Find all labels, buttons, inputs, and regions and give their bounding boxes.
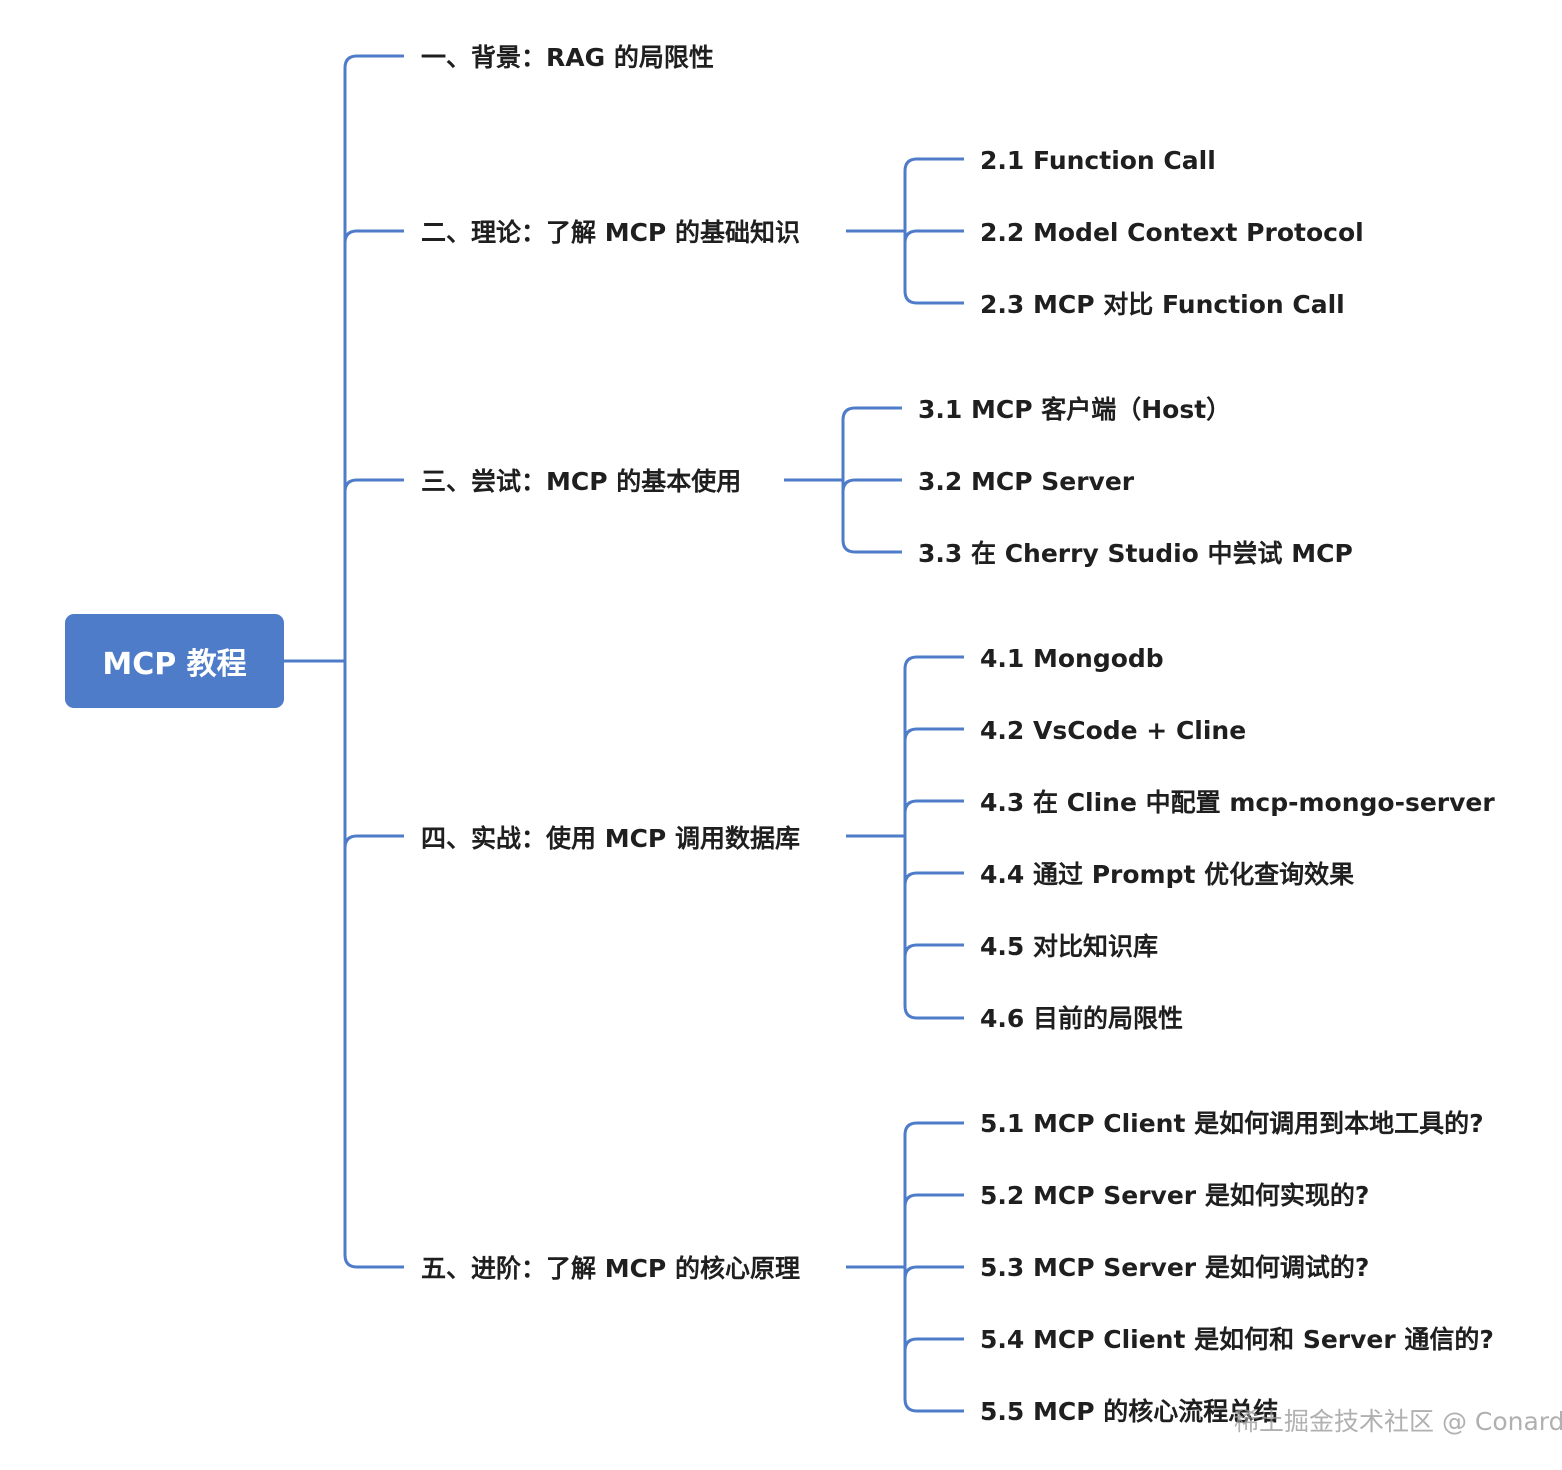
topic-4-6-label[interactable]: 4.6 目前的局限性 <box>980 1004 1183 1033</box>
section-4-label[interactable]: 四、实战：使用 MCP 调用数据库 <box>421 824 800 853</box>
topic-5-1-label[interactable]: 5.1 MCP Client 是如何调用到本地工具的? <box>980 1109 1484 1138</box>
topic-5-3-label[interactable]: 5.3 MCP Server 是如何调试的? <box>980 1253 1370 1282</box>
root-node-label: MCP 教程 <box>102 647 247 682</box>
section-2-label[interactable]: 二、理论：了解 MCP 的基础知识 <box>421 218 800 247</box>
topic-2-2-label[interactable]: 2.2 Model Context Protocol <box>980 218 1364 247</box>
main-branch-3 <box>343 834 404 849</box>
section-4-bracket <box>903 655 964 1020</box>
watermark: 稀土掘金技术社区 @ ConardLi <box>1234 1407 1562 1436</box>
topic-5-5-label[interactable]: 5.5 MCP 的核心流程总结 <box>980 1397 1279 1426</box>
topic-4-5-label[interactable]: 4.5 对比知识库 <box>980 932 1158 961</box>
root-node[interactable]: MCP 教程 <box>65 614 284 708</box>
section-1-label[interactable]: 一、背景：RAG 的局限性 <box>421 43 714 72</box>
topic-3-2-label[interactable]: 3.2 MCP Server <box>918 467 1135 496</box>
topic-2-1-label[interactable]: 2.1 Function Call <box>980 146 1216 175</box>
section-4-branch-2 <box>903 799 964 814</box>
section-2-bracket <box>903 157 964 305</box>
section-4-branch-4 <box>903 943 964 958</box>
section-5-branch-2 <box>903 1265 964 1280</box>
section-3-branch-1 <box>841 478 902 493</box>
section-5-branch-1 <box>903 1193 964 1208</box>
section-4-branch-1 <box>903 727 964 742</box>
main-branch-2 <box>343 478 404 493</box>
topic-3-3-label[interactable]: 3.3 在 Cherry Studio 中尝试 MCP <box>918 539 1353 568</box>
section-4-branch-3 <box>903 871 964 886</box>
main-branch-1 <box>343 229 404 244</box>
topic-4-1-label[interactable]: 4.1 Mongodb <box>980 644 1164 673</box>
section-5-bracket <box>903 1121 964 1413</box>
topic-4-3-label[interactable]: 4.3 在 Cline 中配置 mcp-mongo-server <box>980 788 1495 817</box>
topic-3-1-label[interactable]: 3.1 MCP 客户端（Host） <box>918 395 1232 424</box>
section-5-branch-3 <box>903 1337 964 1352</box>
topic-4-2-label[interactable]: 4.2 VsCode + Cline <box>980 716 1247 745</box>
section-5-label[interactable]: 五、进阶：了解 MCP 的核心原理 <box>421 1254 800 1283</box>
section-3-label[interactable]: 三、尝试：MCP 的基本使用 <box>421 467 742 496</box>
main-bracket <box>343 54 404 1269</box>
topic-2-3-label[interactable]: 2.3 MCP 对比 Function Call <box>980 290 1345 319</box>
topic-5-2-label[interactable]: 5.2 MCP Server 是如何实现的? <box>980 1181 1370 1210</box>
section-2-branch-1 <box>903 229 964 244</box>
topic-5-4-label[interactable]: 5.4 MCP Client 是如何和 Server 通信的? <box>980 1325 1494 1354</box>
section-3-bracket <box>841 406 902 554</box>
topic-4-4-label[interactable]: 4.4 通过 Prompt 优化查询效果 <box>980 860 1355 889</box>
